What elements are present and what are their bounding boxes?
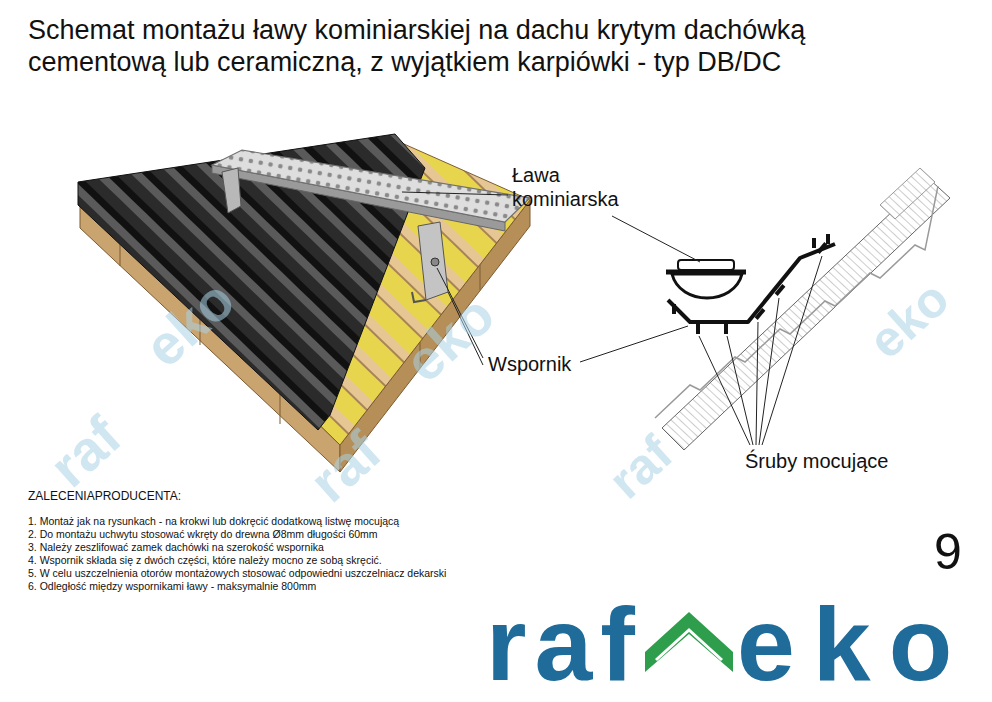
- bracket: [418, 222, 448, 300]
- chimney-walkway: [212, 150, 530, 222]
- note-line: 1. Montaż jak na rysunkach - na krokwi l…: [28, 515, 399, 528]
- bracket-profile: [668, 244, 835, 322]
- logo-house: [645, 612, 733, 672]
- part-label: Śruby mocujące: [745, 449, 888, 473]
- note-line: 6. Odległość między wspornikami ławy - m…: [28, 580, 316, 593]
- part-label: Wspornik: [488, 352, 571, 376]
- note-line: 4. Wspornik składa się z dwóch części, k…: [28, 554, 382, 567]
- logo-text: eko: [737, 592, 970, 696]
- leader-line: [612, 216, 700, 262]
- page-number: 9: [934, 522, 962, 582]
- walkway-bowl: [672, 274, 742, 298]
- leader-line: [699, 336, 750, 445]
- note-line: 3. Należy zeszlifować zamek dachówki na …: [28, 541, 324, 554]
- part-label: Ława kominiarska: [512, 163, 630, 211]
- note-heading: ZALECENIAPRODUCENTA:: [28, 489, 181, 503]
- watermark: eko: [395, 285, 504, 391]
- bracket: [222, 168, 241, 213]
- watermark: raf: [300, 422, 391, 512]
- watermark: raf: [40, 407, 131, 497]
- screw: [817, 242, 828, 254]
- note-line: 5. W celu uszczelnienia otorów montażowy…: [28, 567, 446, 580]
- bracket-spring: [431, 258, 439, 266]
- walkway-top: [678, 260, 734, 270]
- screw: [775, 284, 786, 296]
- roof-3d: [78, 134, 530, 472]
- watermark: raf: [600, 427, 681, 507]
- title-text: Schemat montażu ławy kominiarskiej na da…: [28, 14, 948, 79]
- screw: [724, 322, 728, 334]
- leader-line: [727, 336, 753, 445]
- beam-line: [480, 264, 481, 290]
- leader-line: [762, 256, 822, 445]
- screw: [812, 238, 816, 248]
- leader-line: [756, 322, 758, 445]
- screw: [826, 234, 830, 244]
- bracket-hook: [412, 292, 426, 302]
- note-line: 2. Do montażu uchwytu stosować wkręty do…: [28, 528, 378, 541]
- logo-house-line: [656, 630, 722, 660]
- screw: [696, 322, 700, 334]
- watermark: eko: [860, 272, 957, 367]
- leader-line: [402, 192, 508, 195]
- watermark: eko: [135, 270, 244, 376]
- leader-line: [580, 326, 688, 362]
- tile-section: [880, 168, 935, 219]
- logo-text: raf: [486, 592, 643, 696]
- screw: [755, 308, 766, 320]
- screw: [672, 304, 676, 314]
